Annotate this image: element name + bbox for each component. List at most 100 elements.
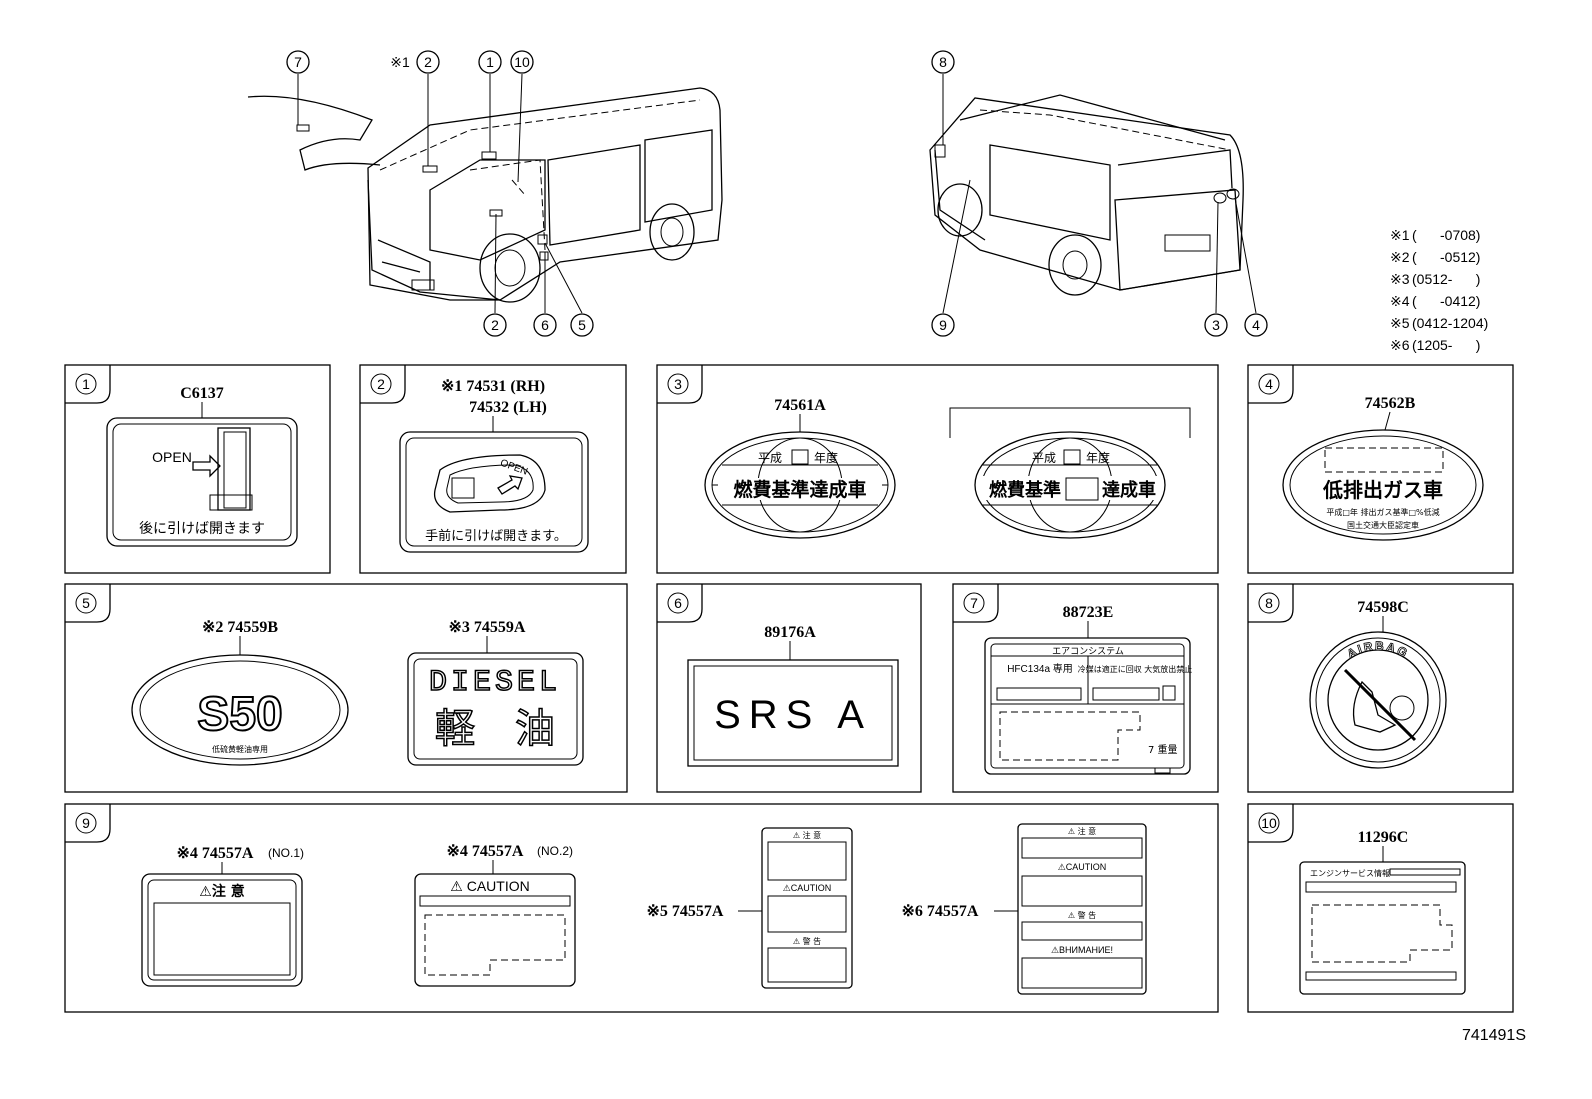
svg-text:平成: 平成	[1032, 451, 1056, 465]
svg-text:軽: 軽	[435, 706, 475, 752]
svg-text:88723E: 88723E	[1063, 604, 1114, 621]
svg-text:7: 7	[294, 54, 302, 70]
label-box-4: 4 74562B 低排出ガス車 平成□年 排出ガス基準□%低減 国土交通大臣認定…	[1247, 364, 1514, 574]
callout-2-bottom: 2	[483, 313, 507, 337]
svg-text:※2: ※2	[1390, 249, 1410, 265]
callout-9: 9	[931, 313, 955, 337]
svg-text:※4: ※4	[1390, 293, 1410, 309]
svg-text:2: 2	[491, 317, 499, 333]
label-box-5: 5 ※2 74559B S50 低硫黄軽油専用 ※3 74559A DIESEL…	[64, 583, 628, 793]
label-box-3: 3 74561A 平成 年度 燃費基準達成車 平成 年度 燃費基準 達成車	[656, 364, 1219, 574]
label-box-7: 7 88723E エアコンシステム HFC134a 専用 冷媒は適正に回収 大気…	[952, 583, 1219, 793]
callout-3: 3	[1204, 313, 1228, 337]
svg-text:4: 4	[1265, 376, 1273, 392]
svg-text:※3 74559A: ※3 74559A	[449, 619, 526, 636]
svg-text:8: 8	[939, 54, 947, 70]
svg-text:OPEN: OPEN	[152, 449, 192, 465]
svg-text:年度: 年度	[814, 450, 838, 465]
svg-text:10: 10	[1261, 815, 1277, 831]
svg-text:⚠ВНИМАНИЕ!: ⚠ВНИМАНИЕ!	[1051, 945, 1113, 955]
svg-text:74532 (LH): 74532 (LH)	[469, 399, 547, 416]
svg-text:1: 1	[82, 376, 90, 392]
svg-text:平成: 平成	[758, 451, 782, 465]
callout-10: 10	[510, 50, 534, 74]
svg-text:1: 1	[486, 54, 494, 70]
svg-text:エンジンサービス情報: エンジンサービス情報	[1310, 868, 1390, 878]
svg-text:9: 9	[939, 317, 947, 333]
svg-text:⚠ 注 意: ⚠ 注 意	[793, 830, 821, 840]
svg-text:※4 74557A: ※4 74557A	[447, 843, 524, 860]
svg-text:低排出ガス車: 低排出ガス車	[1322, 478, 1443, 502]
svg-text:※5 74557A: ※5 74557A	[647, 903, 724, 920]
svg-text:年度: 年度	[1086, 450, 1110, 465]
svg-text:※1: ※1	[1390, 227, 1410, 243]
svg-text:※6: ※6	[1390, 337, 1410, 353]
svg-text:後に引けば開きます: 後に引けば開きます	[139, 521, 265, 537]
callout-6: 6	[533, 313, 557, 337]
callout-2-top: 2	[416, 50, 440, 74]
svg-text:11296C: 11296C	[1358, 829, 1409, 846]
svg-text:10: 10	[514, 54, 530, 70]
svg-text:※2 74559B: ※2 74559B	[202, 619, 278, 636]
rear-van-illustration	[929, 94, 1244, 296]
svg-text:SRS A: SRS A	[714, 693, 872, 737]
svg-text:7: 7	[970, 595, 978, 611]
svg-text:6: 6	[674, 595, 682, 611]
svg-text:※1: ※1	[390, 54, 410, 70]
svg-text:74598C: 74598C	[1357, 599, 1409, 616]
svg-text:5: 5	[82, 595, 90, 611]
callout-5: 5	[570, 313, 594, 337]
svg-text:国土交通大臣認定車: 国土交通大臣認定車	[1347, 520, 1419, 530]
svg-text:⚠ CAUTION: ⚠ CAUTION	[450, 878, 529, 894]
label-box-1: 1 C6137 OPEN 後に引けば開きます	[64, 364, 331, 574]
svg-text:⚠ 警 告: ⚠ 警 告	[1068, 910, 1096, 920]
svg-text:燃費基準: 燃費基準	[989, 479, 1061, 501]
svg-text:(1205- ): (1205- )	[1412, 337, 1480, 353]
svg-text:※3: ※3	[1390, 271, 1410, 287]
label-box-8: 8 74598C AIRBAG	[1247, 583, 1514, 793]
svg-text:⚠CAUTION: ⚠CAUTION	[783, 883, 832, 893]
svg-text:74562B: 74562B	[1365, 395, 1416, 412]
svg-text:手前に引けば開きます。: 手前に引けば開きます。	[425, 528, 567, 544]
callout-4: 4	[1244, 313, 1268, 337]
callout-note1: ※1	[390, 54, 410, 70]
svg-text:DIESEL: DIESEL	[429, 666, 561, 700]
svg-text:6: 6	[541, 317, 549, 333]
svg-text:( -0512): ( -0512)	[1412, 249, 1480, 265]
svg-text:3: 3	[674, 376, 682, 392]
svg-text:平成□年 排出ガス基準□%低減: 平成□年 排出ガス基準□%低減	[1326, 507, 1439, 517]
svg-text:※5: ※5	[1390, 315, 1410, 331]
svg-text:(0412-1204): (0412-1204)	[1412, 315, 1488, 331]
svg-text:S50: S50	[197, 688, 282, 741]
label-box-2: 2 ※1 74531 (RH) 74532 (LH) OPEN 手前に引けば開き…	[359, 364, 627, 574]
drawing-id: 741491S	[1462, 1027, 1526, 1044]
svg-text:5: 5	[578, 317, 586, 333]
svg-text:C6137: C6137	[180, 385, 224, 402]
svg-text:8: 8	[1265, 595, 1273, 611]
svg-text:(NO.1): (NO.1)	[268, 846, 304, 860]
svg-text:4: 4	[1252, 317, 1260, 333]
date-range-notes: ※1( -0708) ※2( -0512) ※3(0512- ) ※4( -04…	[1390, 227, 1488, 353]
svg-text:低硫黄軽油専用: 低硫黄軽油専用	[212, 744, 268, 754]
svg-text:達成車: 達成車	[1102, 479, 1156, 501]
label-box-6: 6 89176A SRS A	[656, 583, 922, 793]
svg-text:(NO.2): (NO.2)	[537, 844, 573, 858]
svg-text:89176A: 89176A	[764, 624, 816, 641]
svg-text:燃費基準達成車: 燃費基準達成車	[733, 478, 866, 501]
svg-text:油: 油	[515, 706, 555, 752]
svg-text:OPEN: OPEN	[499, 458, 529, 478]
svg-text:エアコンシステム: エアコンシステム	[1052, 646, 1124, 657]
svg-text:HFC134a 専用: HFC134a 専用	[1007, 663, 1073, 675]
callout-1: 1	[478, 50, 502, 74]
callout-7: 7	[286, 50, 310, 74]
svg-text:( -0412): ( -0412)	[1412, 293, 1480, 309]
svg-text:⚠ 注 意: ⚠ 注 意	[1068, 826, 1096, 836]
svg-text:⚠ 警 告: ⚠ 警 告	[793, 936, 821, 946]
svg-text:※1 74531 (RH): ※1 74531 (RH)	[441, 378, 545, 395]
svg-text:※6 74557A: ※6 74557A	[902, 903, 979, 920]
label-box-10: 10 11296C エンジンサービス情報	[1247, 803, 1514, 1013]
svg-text:3: 3	[1212, 317, 1220, 333]
label-box-9: 9 ※4 74557A (NO.1) ⚠注 意 ※4 74557A (NO.2)…	[64, 803, 1219, 1013]
svg-text:(0512- ): (0512- )	[1412, 271, 1480, 287]
